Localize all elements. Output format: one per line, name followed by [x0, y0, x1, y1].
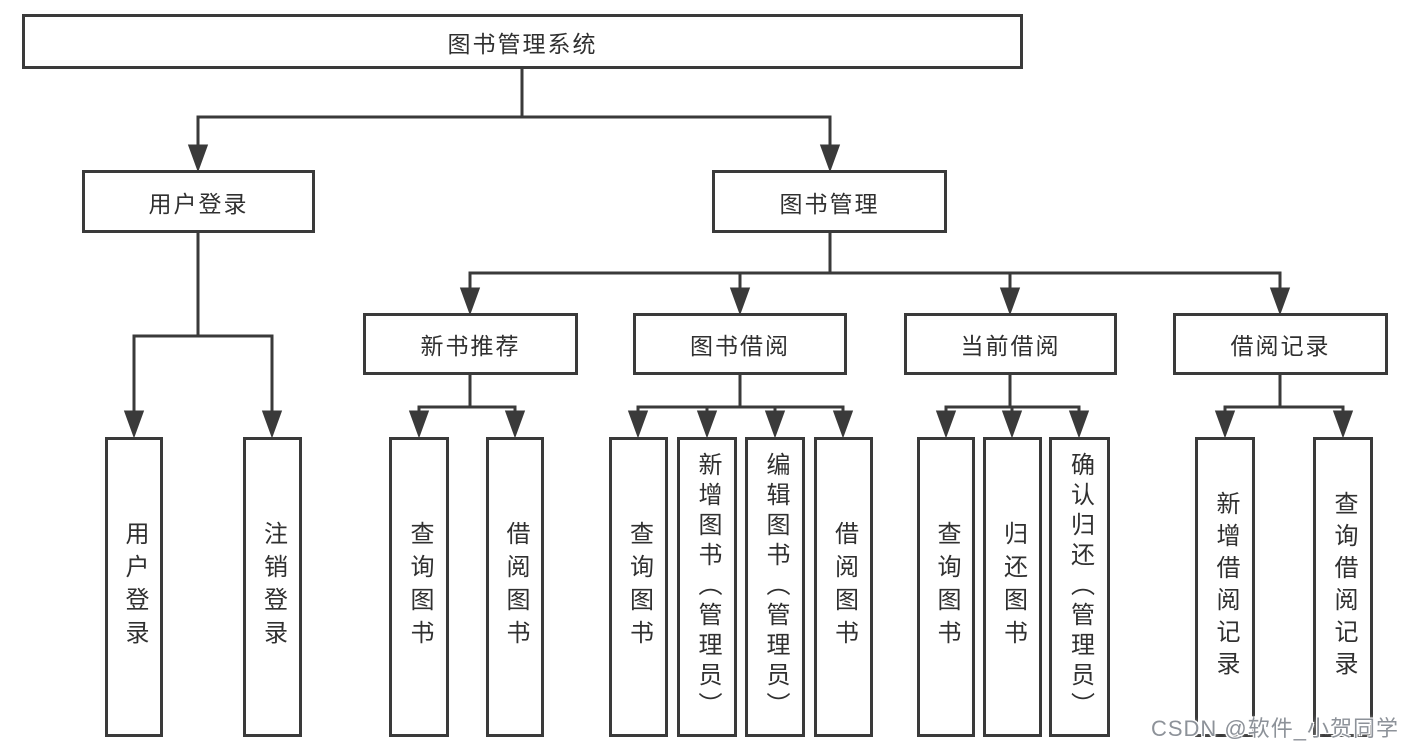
leaf-query-books-1: 查询图书 — [389, 437, 449, 737]
leaf-query-books-3: 查询图书 — [917, 437, 975, 737]
leaf-query-books-2: 查询图书 — [609, 437, 668, 737]
leaf-add-book-admin: 新增图书（管理员） — [677, 437, 737, 737]
leaf-logout-label: 注销登录 — [259, 521, 287, 653]
leaf-user-login: 用户登录 — [105, 437, 163, 737]
node-user-login-label: 用户登录 — [148, 190, 249, 217]
node-borrow-records-label: 借阅记录 — [1230, 333, 1331, 359]
leaf-add-borrow-record: 新增借阅记录 — [1195, 437, 1255, 737]
node-current-borrowing-label: 当前借阅 — [960, 333, 1061, 359]
node-new-book-recommend-label: 新书推荐 — [420, 333, 521, 359]
leaf-query-books-2-label: 查询图书 — [625, 521, 653, 653]
node-current-borrowing: 当前借阅 — [904, 313, 1117, 375]
node-book-management: 图书管理 — [712, 170, 947, 233]
leaf-confirm-return-admin-label: 确认归还（管理员） — [1066, 452, 1094, 722]
node-root: 图书管理系统 — [22, 14, 1023, 69]
leaf-query-borrow-record-label: 查询借阅记录 — [1330, 491, 1357, 683]
leaf-query-books-1-label: 查询图书 — [406, 521, 433, 653]
node-root-label: 图书管理系统 — [447, 30, 598, 57]
node-book-management-label: 图书管理 — [779, 190, 880, 217]
leaf-query-books-3-label: 查询图书 — [933, 521, 960, 653]
node-book-borrowing-label: 图书借阅 — [690, 333, 790, 359]
node-user-login: 用户登录 — [82, 170, 315, 233]
node-book-borrowing: 图书借阅 — [633, 313, 847, 375]
leaf-borrow-books-2: 借阅图书 — [814, 437, 873, 737]
leaf-logout: 注销登录 — [243, 437, 302, 737]
node-borrow-records: 借阅记录 — [1173, 313, 1388, 375]
leaf-borrow-books-1: 借阅图书 — [486, 437, 544, 737]
leaf-confirm-return-admin: 确认归还（管理员） — [1049, 437, 1110, 737]
leaf-borrow-books-1-label: 借阅图书 — [502, 521, 529, 653]
leaf-edit-book-admin: 编辑图书（管理员） — [745, 437, 805, 737]
leaf-return-books: 归还图书 — [983, 437, 1042, 737]
leaf-borrow-books-2-label: 借阅图书 — [830, 521, 858, 653]
leaf-edit-book-admin-label: 编辑图书（管理员） — [762, 452, 789, 722]
leaf-add-book-admin-label: 新增图书（管理员） — [694, 452, 721, 722]
node-new-book-recommend: 新书推荐 — [363, 313, 578, 375]
leaf-add-borrow-record-label: 新增借阅记录 — [1212, 491, 1239, 683]
watermark: CSDN @软件_小贺同学 — [1150, 716, 1399, 741]
leaf-query-borrow-record: 查询借阅记录 — [1313, 437, 1373, 737]
leaf-user-login-label: 用户登录 — [121, 521, 148, 653]
leaf-return-books-label: 归还图书 — [999, 521, 1027, 653]
